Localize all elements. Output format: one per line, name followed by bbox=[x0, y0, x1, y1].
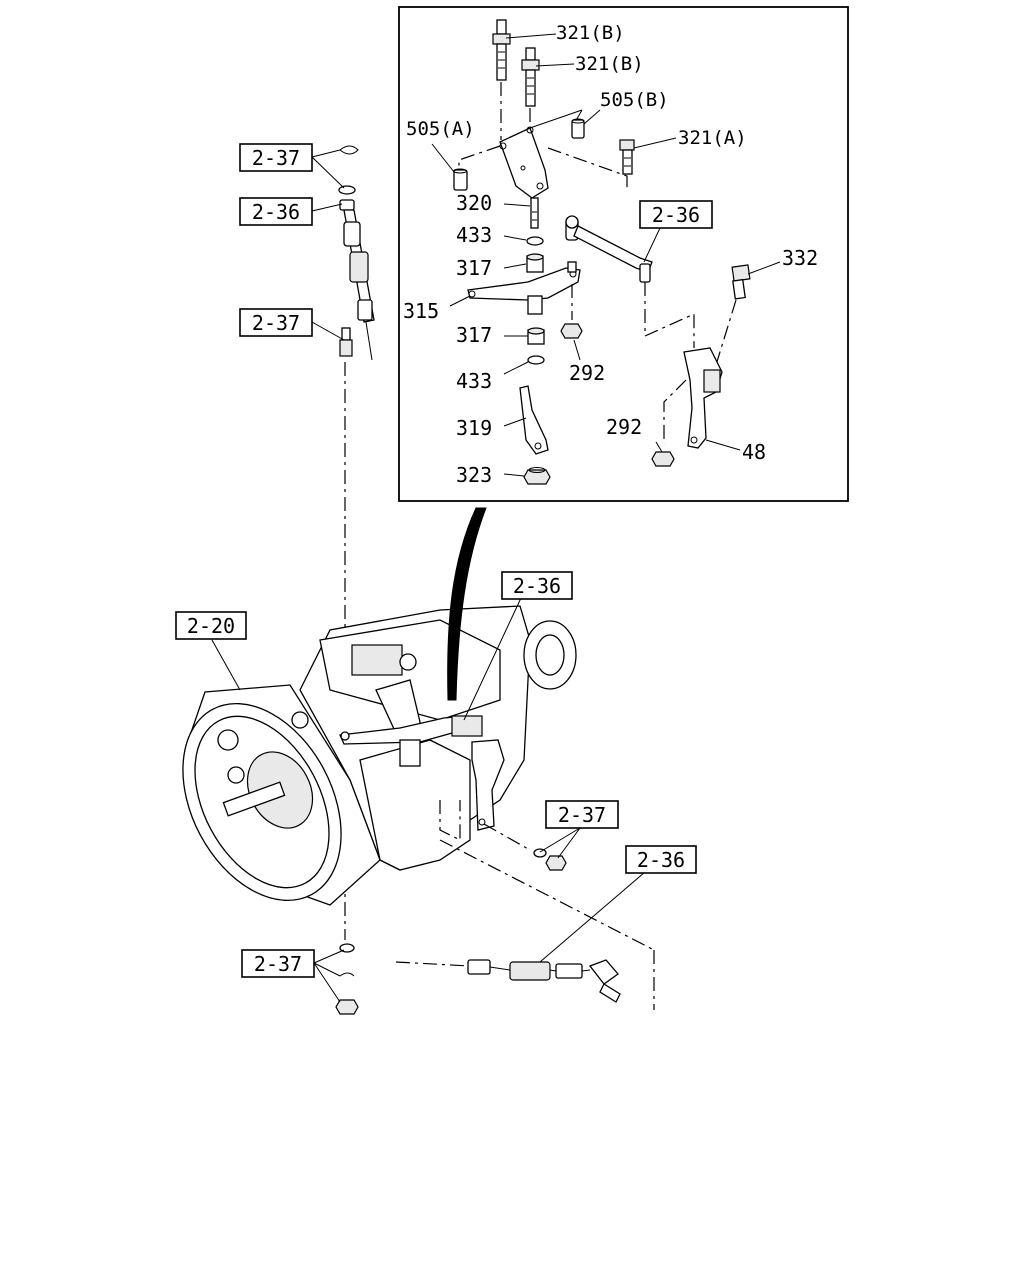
label-321b-1: 321(B) bbox=[556, 22, 625, 44]
leader-lines bbox=[211, 33, 781, 1003]
bush-317-upper bbox=[526, 253, 544, 273]
svg-text:2-37: 2-37 bbox=[558, 803, 606, 827]
pin-2-37-mid bbox=[339, 327, 353, 357]
collar-505b bbox=[571, 118, 585, 139]
nut-292-upper bbox=[560, 323, 583, 339]
callout-2-36-center[interactable]: 2-36 bbox=[501, 571, 573, 600]
svg-text:2-36: 2-36 bbox=[252, 200, 300, 224]
transmission-housing bbox=[182, 605, 577, 906]
cable-2-36-upper bbox=[339, 199, 375, 361]
label-317-lower: 317 bbox=[456, 323, 492, 347]
callout-2-37-top[interactable]: 2-37 bbox=[239, 143, 313, 172]
callout-2-37-mid[interactable]: 2-37 bbox=[239, 308, 313, 337]
label-505a: 505(A) bbox=[406, 118, 475, 140]
svg-text:2-20: 2-20 bbox=[187, 614, 235, 638]
label-332: 332 bbox=[782, 246, 818, 270]
label-433-lower: 433 bbox=[456, 369, 492, 393]
nut-323 bbox=[523, 467, 551, 485]
label-319: 319 bbox=[456, 416, 492, 440]
bolt-321a bbox=[619, 139, 635, 175]
shift-bracket-plate bbox=[499, 127, 549, 199]
bracket-319 bbox=[519, 385, 549, 455]
clip-2-37-right bbox=[533, 848, 567, 871]
label-292-upper: 292 bbox=[569, 361, 605, 385]
svg-text:2-36: 2-36 bbox=[637, 848, 685, 872]
detail-inset-frame bbox=[398, 6, 849, 502]
label-320: 320 bbox=[456, 191, 492, 215]
cable-2-36-lower bbox=[395, 959, 621, 1003]
label-321a: 321(A) bbox=[678, 127, 747, 149]
label-505b: 505(B) bbox=[600, 89, 669, 111]
svg-text:2-37: 2-37 bbox=[252, 146, 300, 170]
clip-2-37-top bbox=[338, 145, 359, 195]
callout-2-36-top[interactable]: 2-36 bbox=[239, 197, 313, 226]
label-317-upper: 317 bbox=[456, 256, 492, 280]
cable-end-2-36-inset bbox=[565, 215, 653, 283]
bracket-48 bbox=[683, 347, 723, 449]
o-ring-433-lower bbox=[527, 355, 545, 365]
svg-text:2-36: 2-36 bbox=[652, 203, 700, 227]
bolt-321b-a bbox=[492, 19, 511, 140]
callout-2-20[interactable]: 2-20 bbox=[175, 611, 247, 640]
callout-2-36-lower[interactable]: 2-36 bbox=[625, 845, 697, 874]
label-48: 48 bbox=[742, 440, 766, 464]
svg-text:2-36: 2-36 bbox=[513, 574, 561, 598]
collar-505a bbox=[453, 168, 468, 191]
label-323: 323 bbox=[456, 463, 492, 487]
inset-pointer-arrow bbox=[447, 507, 487, 701]
shift-mechanism-assembled bbox=[339, 679, 505, 831]
shaft-320 bbox=[530, 197, 539, 229]
callout-2-36-inset[interactable]: 2-36 bbox=[639, 200, 713, 229]
bolt-321b-b bbox=[521, 47, 540, 128]
clip-2-37-bottom bbox=[335, 943, 359, 1015]
o-ring-433-upper bbox=[526, 236, 544, 246]
svg-text:2-37: 2-37 bbox=[252, 311, 300, 335]
svg-text:2-37: 2-37 bbox=[254, 952, 302, 976]
label-433-upper: 433 bbox=[456, 223, 492, 247]
bolt-332 bbox=[731, 264, 751, 300]
bush-317-lower bbox=[527, 327, 545, 345]
nut-292-lower bbox=[651, 451, 675, 467]
callout-2-37-bottom[interactable]: 2-37 bbox=[241, 949, 315, 978]
label-321b-2: 321(B) bbox=[575, 53, 644, 75]
shift-lever-315 bbox=[467, 267, 581, 301]
callout-2-37-right[interactable]: 2-37 bbox=[545, 800, 619, 829]
label-292-lower: 292 bbox=[606, 415, 642, 439]
label-315: 315 bbox=[403, 299, 439, 323]
